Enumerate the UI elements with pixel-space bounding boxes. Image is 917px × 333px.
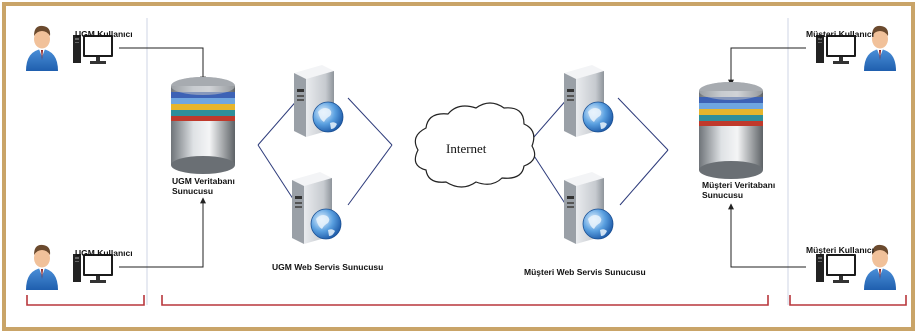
internet-cloud-icon	[414, 102, 536, 188]
ugm-user-bottom-desktop-computer-icon	[73, 254, 113, 283]
ugm-web-server-top-icon	[293, 64, 344, 138]
musteri-user-top-label: Müşteri Kullanıcı	[806, 29, 875, 39]
ugm-db-label: UGM Veritabanı Sunucusu	[172, 176, 235, 196]
musteri-user-top-desktop-computer-icon	[816, 35, 856, 64]
ugm-user-bottom-to-db-connector	[119, 197, 206, 268]
ugm-user-bottom-label: UGM Kullanıcı	[75, 248, 133, 258]
internet-label: Internet	[446, 141, 487, 156]
ugm-web-server-bottom-icon	[291, 171, 342, 245]
musteri-user-bottom-to-db-connector	[728, 203, 806, 268]
musteri-db-label: Müşteri Veritabanı Sunucusu	[702, 180, 776, 200]
ugm-user-bottom-person-icon	[26, 244, 58, 290]
ugm-database-server-icon	[171, 77, 235, 174]
ugm-web-service-label: UGM Web Servis Sunucusu	[272, 262, 384, 272]
musteri-web-server-bottom-icon	[563, 171, 614, 245]
musteri-zone-baseline	[789, 295, 907, 306]
ugm-user-top-to-db-connector	[119, 47, 206, 83]
ugm-zone-baseline	[26, 295, 145, 306]
ugm-user-top-person-icon	[26, 25, 58, 72]
central-zone-baseline	[161, 295, 769, 306]
ugm-user-top-label: UGM Kullanıcı	[75, 29, 133, 39]
musteri-web-server-top-icon	[563, 64, 614, 138]
musteri-user-top-to-db-connector	[728, 47, 806, 86]
musteri-user-bottom-label: Müşteri Kullanıcı	[806, 245, 875, 255]
musteri-user-bottom-desktop-computer-icon	[816, 254, 856, 283]
musteri-web-service-label: Müşteri Web Servis Sunucusu	[524, 267, 646, 277]
musteri-database-server-icon	[699, 82, 763, 179]
ugm-user-top-desktop-computer-icon	[73, 35, 113, 64]
ugm-server-links	[257, 97, 393, 206]
